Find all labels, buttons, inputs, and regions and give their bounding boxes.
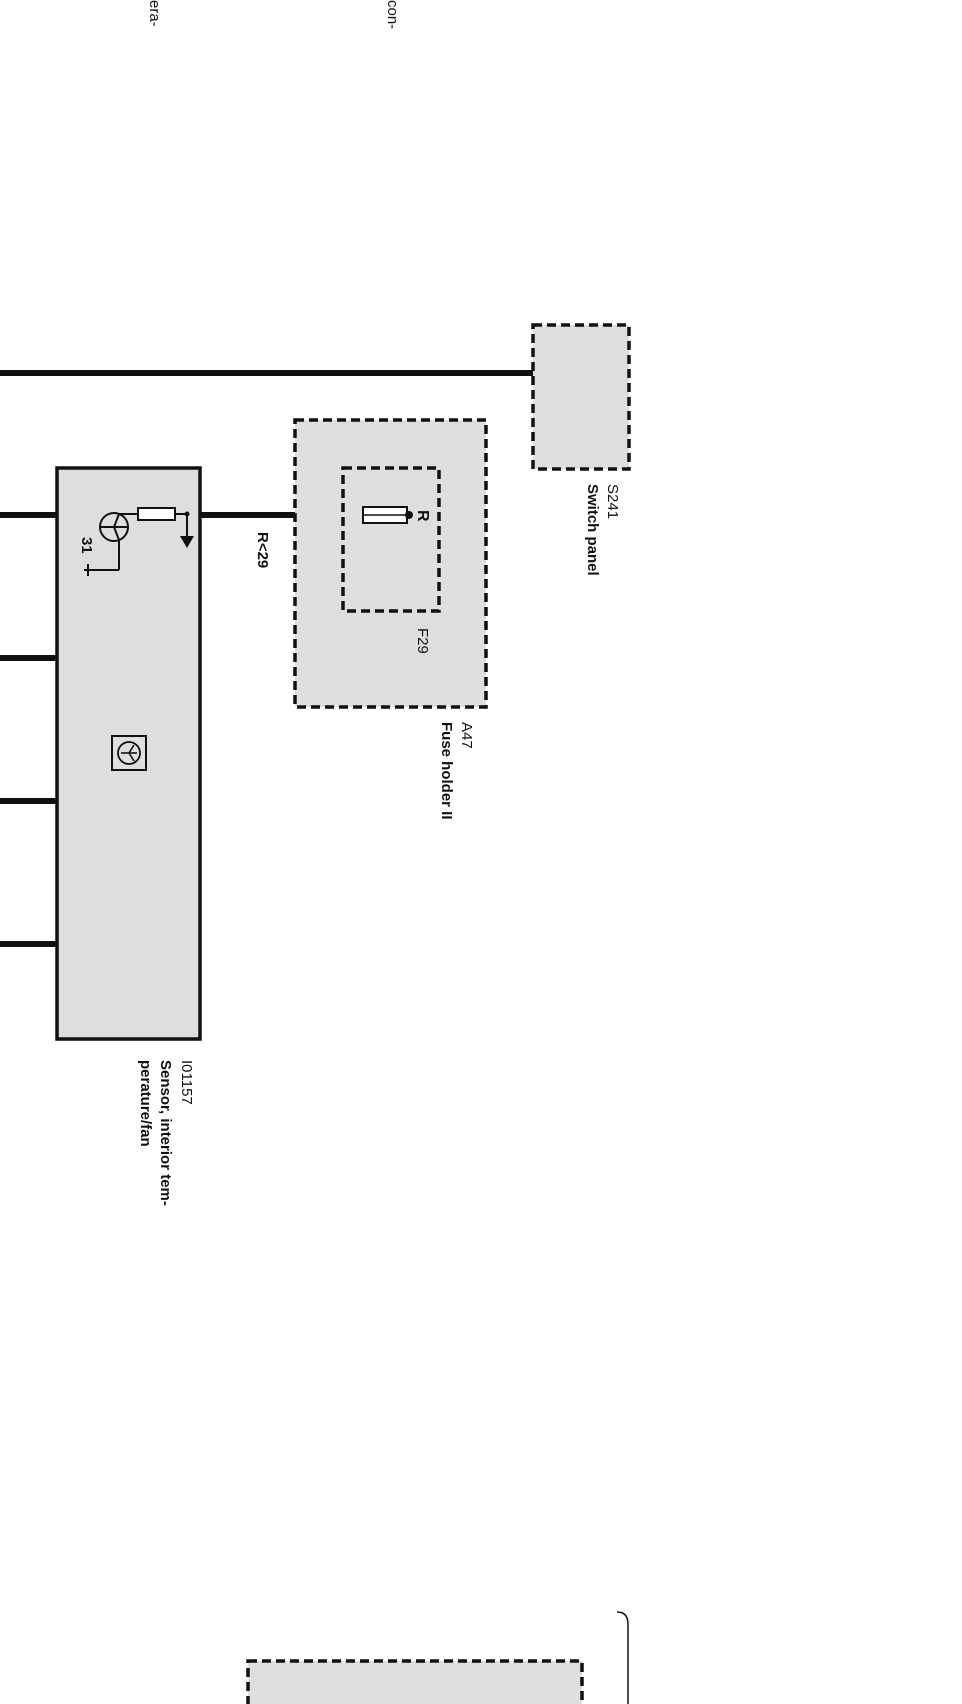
fuse-code: F29: [414, 628, 431, 654]
sensor-name-line2: perature/fan: [137, 1060, 154, 1147]
transistor-symbol-icon: [111, 735, 147, 771]
top-fragment-left: era-: [146, 0, 163, 27]
bottom-component-box: [246, 1659, 584, 1704]
fuse-element: [362, 506, 413, 524]
switch-panel-code: S241: [604, 484, 621, 519]
fuse-f29-box: [341, 466, 441, 613]
wire-label: R<29: [254, 532, 271, 568]
bottom-bracket: [616, 1611, 629, 1704]
sensor-ground-pin: 31: [78, 537, 95, 554]
sensor-name-line1: Sensor, interior tem-: [157, 1060, 174, 1206]
top-fragment-right: con-: [384, 0, 401, 29]
transistor-circuit: [84, 507, 194, 576]
fuse-holder-code: A47: [458, 722, 475, 749]
fuse-pin: R: [414, 510, 431, 522]
sensor-code: I01157: [178, 1060, 195, 1105]
fuse-holder-name: Fuse holder II: [438, 722, 455, 820]
switch-panel-box: [531, 323, 631, 471]
switch-panel-name: Switch panel: [584, 484, 601, 576]
